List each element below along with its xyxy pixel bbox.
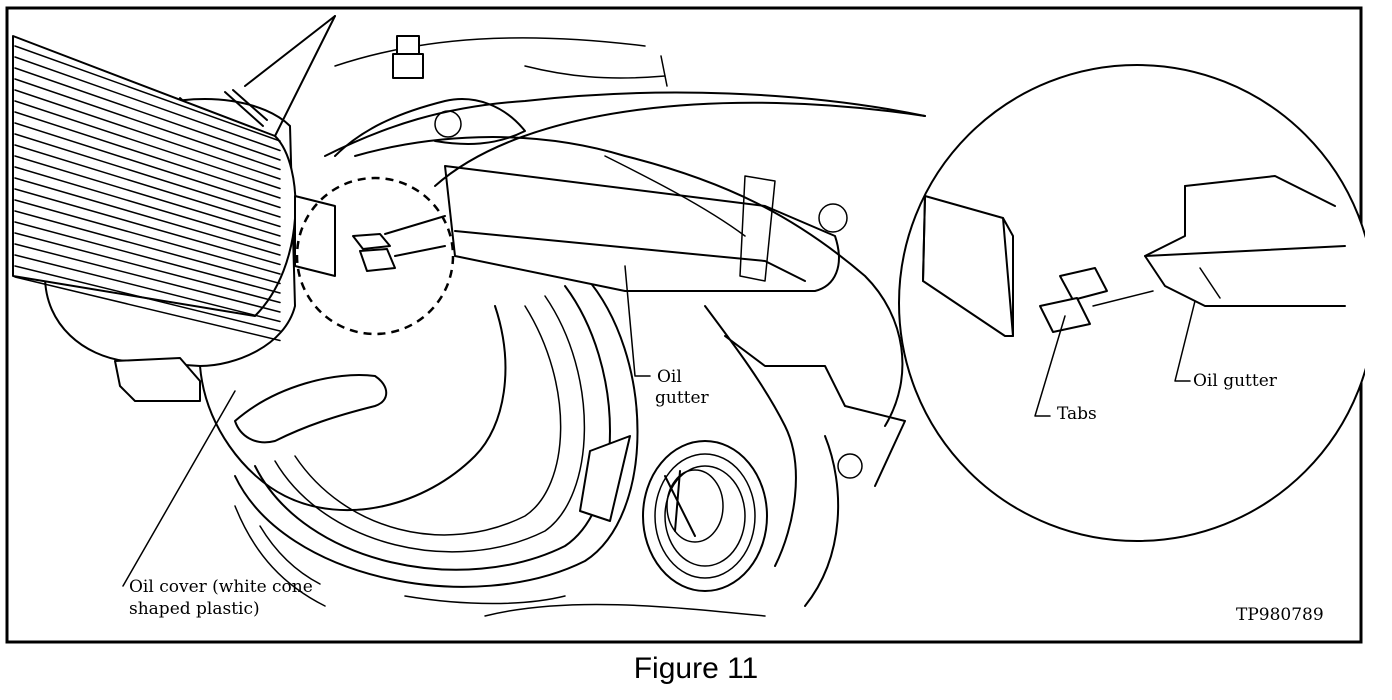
cone-side-plate <box>294 195 336 277</box>
oil-gutter-beam <box>354 136 904 479</box>
bolt-boss <box>392 35 424 79</box>
detail-gutter-top <box>1184 175 1336 207</box>
hatch-line <box>14 78 281 171</box>
leader-tabs <box>1034 315 1066 417</box>
technical-illustration: Oil cover (white cone shaped plastic) Oi… <box>5 6 1365 644</box>
label-oil-cover-line2: shaped plastic) <box>129 599 260 619</box>
hatch-line <box>14 210 281 285</box>
lower-slot <box>579 435 631 522</box>
figure-panel: Oil cover (white cone shaped plastic) Oi… <box>5 6 1365 646</box>
hatch-line <box>14 89 281 180</box>
hatch-line <box>14 166 281 247</box>
label-tabs: Tabs <box>1057 404 1097 424</box>
hatch-line <box>14 155 281 237</box>
hatch-line <box>14 67 281 161</box>
hatch-line <box>14 243 281 313</box>
cone-tab <box>114 357 201 402</box>
hatch-line <box>14 232 281 304</box>
drum-arcs <box>234 275 639 607</box>
magnified-detail <box>898 64 1365 542</box>
hatch-line <box>14 221 281 294</box>
hatch-line <box>14 188 281 266</box>
magnify-circle <box>898 64 1365 542</box>
figure-code: TP980789 <box>1236 605 1324 625</box>
hatch-line <box>14 177 281 256</box>
hatch-line <box>14 56 281 152</box>
hatch-line <box>14 199 281 275</box>
leader-lines <box>122 265 1196 587</box>
mechanism-drawing <box>12 15 926 617</box>
detail-tab-1 <box>1059 267 1108 301</box>
hatch-line <box>14 111 281 199</box>
detail-tabs-small <box>352 215 446 272</box>
label-oil-gutter-detail: Oil gutter <box>1193 371 1278 391</box>
detail-tab-2 <box>1039 297 1091 333</box>
label-oil-gutter-main-line1: Oil <box>657 367 682 387</box>
leader-oil-cover <box>122 390 236 587</box>
hatch-line <box>14 133 281 218</box>
housing-top-edge <box>324 91 926 157</box>
hatch-line <box>14 100 281 190</box>
detail-connector-arc <box>434 101 926 187</box>
housing-tick <box>660 55 668 87</box>
housing-back-edge-2 <box>524 65 666 79</box>
hatched-tool <box>12 15 336 342</box>
label-oil-cover-line1: Oil cover (white cone <box>129 577 313 597</box>
upper-bracket <box>334 98 526 157</box>
hatch-line <box>14 122 281 209</box>
detail-gutter-body <box>1144 185 1346 307</box>
lower-housing <box>404 305 906 617</box>
label-oil-gutter-main-line2: gutter <box>655 388 710 408</box>
bracket-hole <box>434 110 462 138</box>
hatch-line <box>14 265 281 332</box>
figure-caption: Figure 11 <box>633 652 759 685</box>
detail-callout-circle <box>295 176 455 336</box>
hatch-line <box>14 276 281 342</box>
leader-oil-gutter-detail <box>1174 300 1196 382</box>
coil-spring <box>642 440 768 592</box>
hatch-line <box>14 254 281 323</box>
hatch-line <box>14 45 281 142</box>
hatch-line <box>14 144 281 228</box>
housing-back-edge <box>334 37 646 67</box>
cone-window <box>234 374 388 444</box>
leader-oil-gutter-main <box>624 265 651 377</box>
